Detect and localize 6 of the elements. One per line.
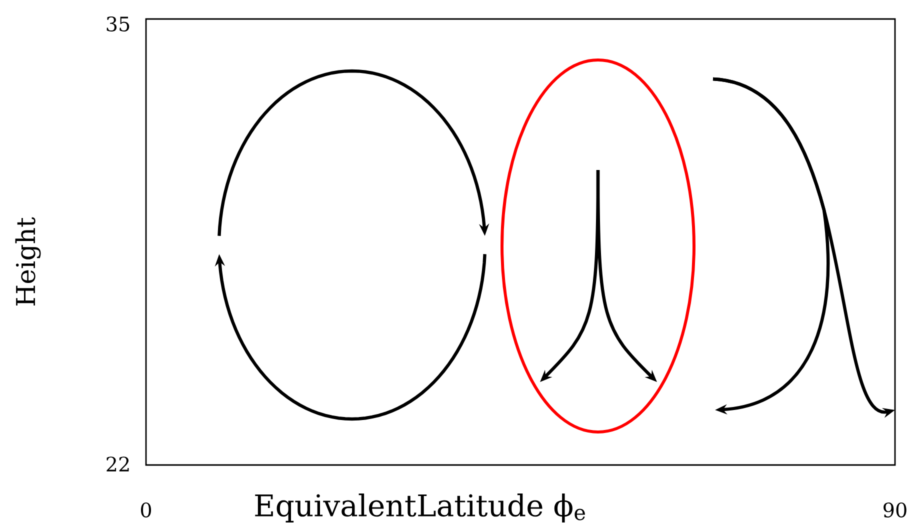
tick-label: 90 [884, 502, 906, 518]
axis-label: Height [15, 217, 41, 306]
axis-label: EquivalentLatitude ϕ$_{e}$ [255, 494, 585, 522]
tick-label: 0 [140, 502, 152, 518]
tick-label: 22 [106, 456, 129, 472]
tick-label: 35 [106, 16, 130, 32]
